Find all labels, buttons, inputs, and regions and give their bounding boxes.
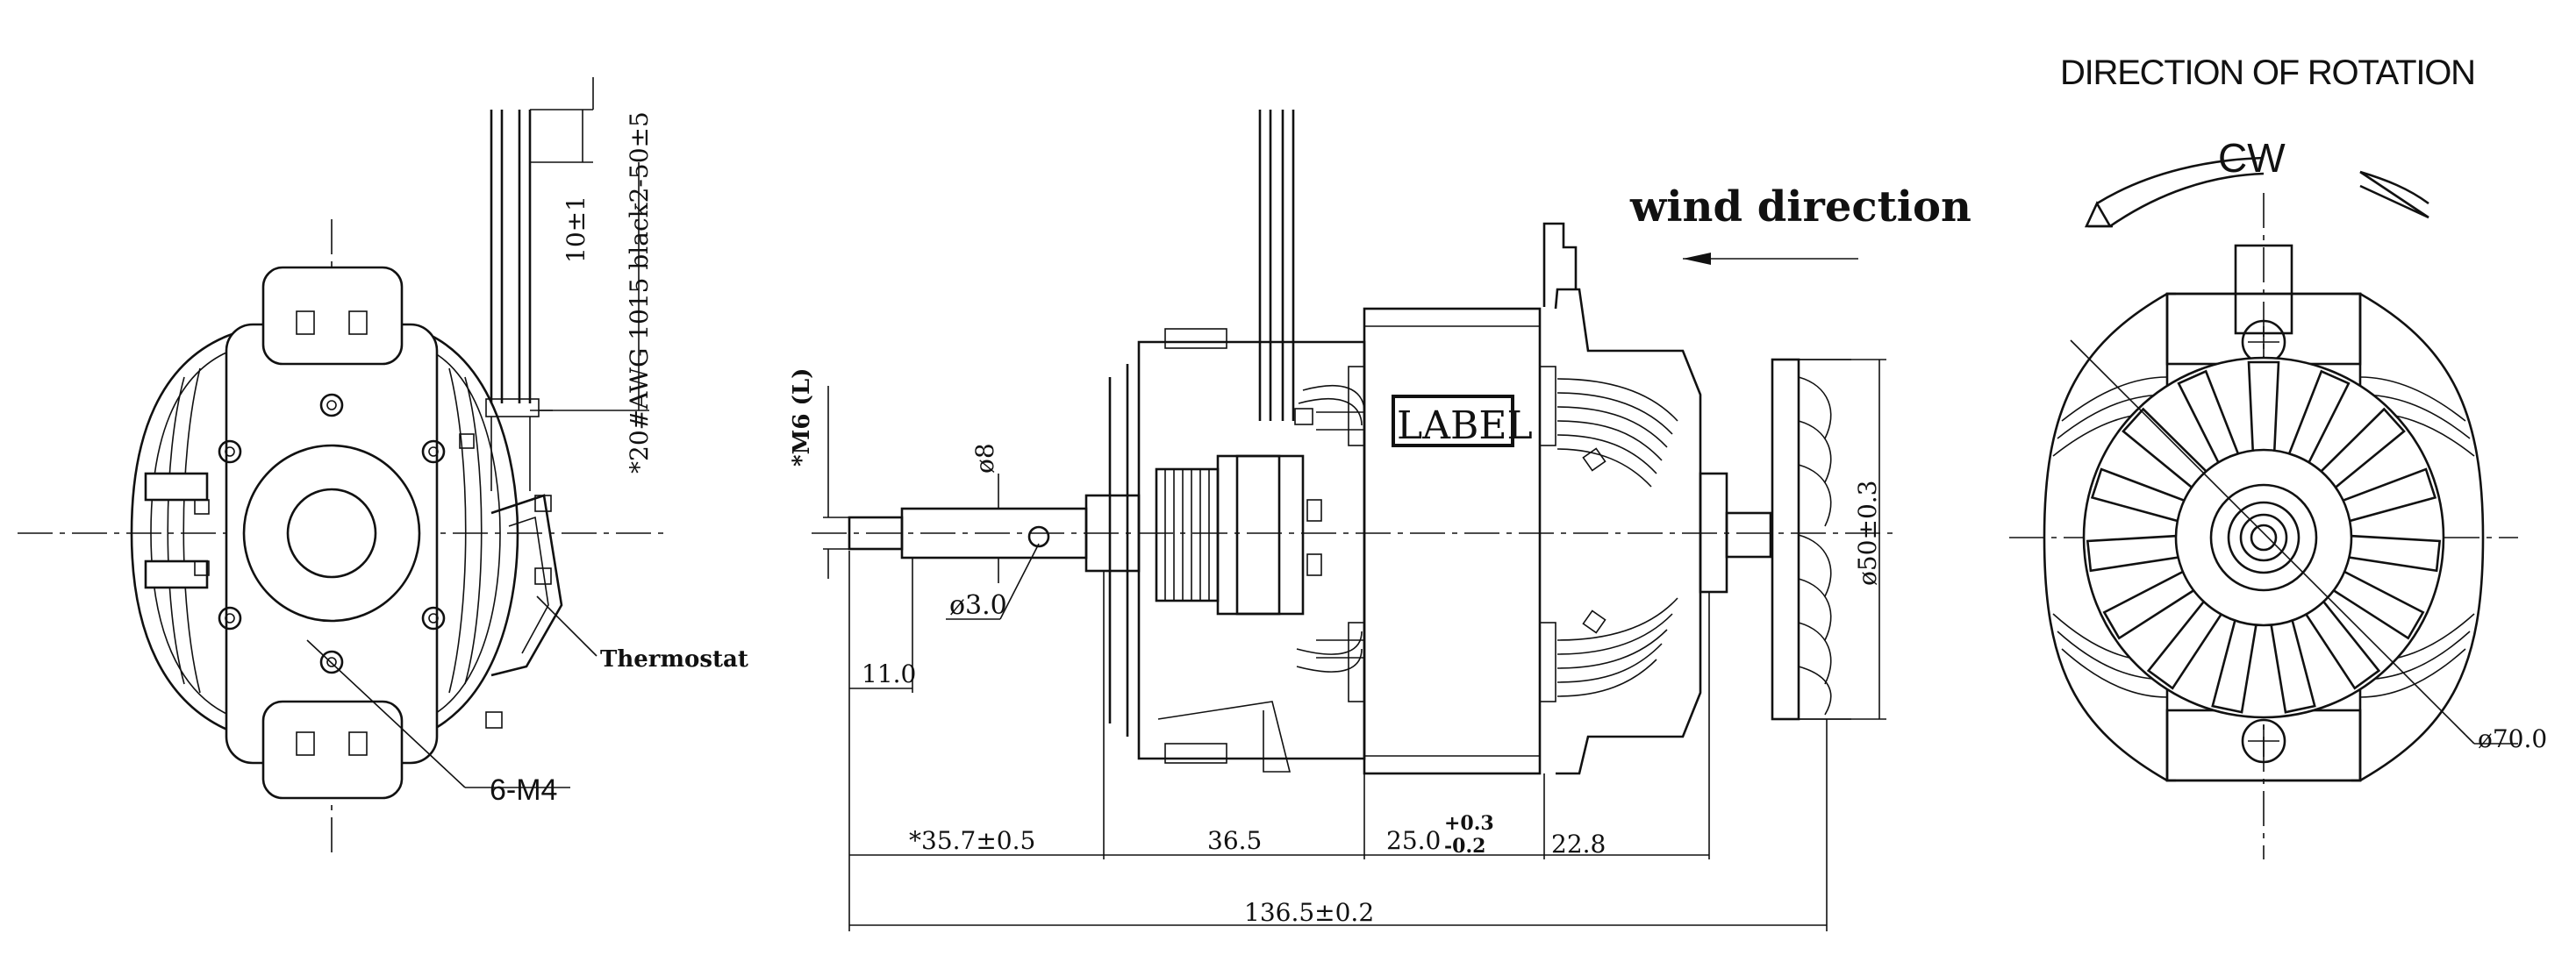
body-diameter-label: ø70.0 — [2478, 724, 2547, 753]
fan-diameter-label: ø50±0.3 — [1853, 481, 1882, 586]
side-view-middle — [812, 110, 1895, 931]
lead-strip-label: 10±1 — [562, 196, 590, 263]
mounting-hole-icon — [218, 393, 446, 674]
dim-bracket-length: 36.5 — [1207, 826, 1262, 855]
fan-blade-icon — [2086, 360, 2442, 714]
thermostat-label: Thermostat — [600, 646, 748, 673]
shaft-diameter-label: ø8 — [970, 443, 999, 474]
hole-diameter-label: ø3.0 — [949, 590, 1007, 621]
rotation-cw: CW — [2218, 135, 2286, 181]
holes-label: 6-M4 — [490, 773, 557, 807]
dim-rear-length: 22.8 — [1551, 830, 1606, 859]
dim-overall-length: 136.5±0.2 — [1244, 898, 1374, 927]
dim-stack-tol-lower: -0.2 — [1444, 835, 1485, 858]
rotation-title: DIRECTION OF ROTATION — [2060, 53, 2476, 92]
shaft-thread-label: *M6 (L) — [789, 368, 815, 467]
dim-shaft-extension: *35.7±0.5 — [909, 826, 1035, 855]
wind-direction-label: wind direction — [1629, 182, 1971, 232]
dim-thread-length: 11.0 — [862, 659, 916, 688]
end-view-left — [18, 77, 667, 859]
end-view-right — [2009, 156, 2518, 859]
lead-wire-label: *20#AWG 1015 black2-50±5 — [625, 111, 654, 474]
dim-stack-length: 25.0 — [1386, 826, 1441, 855]
label-plate: LABEL — [1397, 403, 1533, 448]
dim-stack-tol-upper: +0.3 — [1444, 812, 1494, 835]
